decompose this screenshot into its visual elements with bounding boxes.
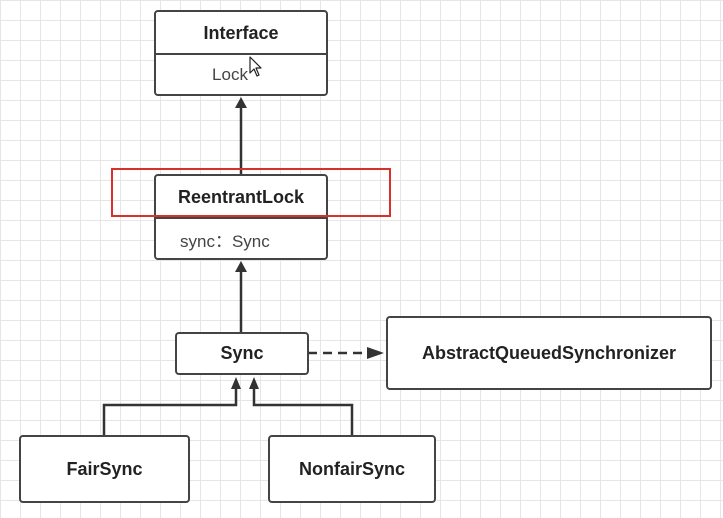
interface-name: Lock [212,65,248,84]
inheritance-nonfairsync [252,387,354,437]
arrowhead-nonfairsync [249,377,259,389]
reentrantlock-name: ReentrantLock [177,186,305,207]
nonfairsync-name: NonfairSync [298,458,406,479]
arrowhead-fairsync [231,377,241,389]
fairsync-name: FairSync [66,458,143,479]
reentrantlock-member: sync：Sync [180,231,270,251]
arrowhead-aqs [367,347,384,359]
inheritance-fairsync [102,387,238,437]
aqs-name: AbstractQueuedSynchronizer [421,342,677,363]
highlight-box [111,168,391,217]
interface-stereotype: Interface [203,22,279,43]
interface-divider [156,53,326,55]
nonfairsync-node[interactable]: NonfairSync [268,435,436,503]
arrowhead-lock [235,97,247,108]
arrowhead-reentrantlock [235,261,247,272]
fairsync-node[interactable]: FairSync [19,435,190,503]
sync-node[interactable]: Sync [175,332,309,375]
aqs-node[interactable]: AbstractQueuedSynchronizer [386,316,712,390]
sync-name: Sync [220,343,264,363]
interface-lock-node[interactable]: Interface Lock [154,10,328,96]
reentrantlock-divider [156,217,326,219]
mouse-cursor-icon [249,56,262,77]
reentrantlock-node[interactable]: ReentrantLock sync：Sync [154,174,328,260]
